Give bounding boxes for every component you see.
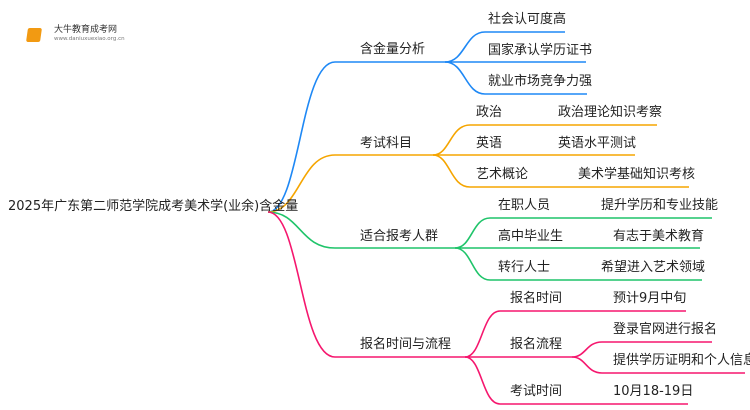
branch-exam-subjects: 考试科目 (360, 136, 413, 151)
leaf: 英语 (476, 136, 503, 151)
leaf: 转行人士 (498, 260, 551, 275)
leaf-detail: 美术学基础知识考核 (578, 167, 696, 182)
root-topic: 2025年广东第二师范学院成考美术学(业余)含金量 (8, 199, 299, 214)
branch-lines-green (267, 211, 712, 281)
leaf-detail: 登录官网进行报名 (613, 322, 718, 337)
leaf: 艺术概论 (476, 167, 529, 182)
leaf-detail: 英语水平测试 (558, 136, 637, 151)
leaf: 报名流程 (510, 337, 563, 352)
branch-value-analysis: 含金量分析 (360, 42, 426, 57)
leaf: 考试时间 (510, 384, 563, 399)
leaf-detail: 预计9月中旬 (613, 291, 687, 306)
leaf: 国家承认学历证书 (488, 43, 593, 58)
leaf-detail: 有志于美术教育 (613, 229, 705, 244)
leaf: 社会认可度高 (488, 12, 567, 27)
branch-registration: 报名时间与流程 (360, 337, 452, 352)
branch-lines-orange (267, 124, 689, 213)
leaf: 就业市场竞争力强 (488, 74, 593, 89)
leaf: 高中毕业生 (498, 229, 564, 244)
leaf-detail: 10月18-19日 (613, 384, 694, 399)
logo-title: 大牛教育成考网 (54, 25, 118, 35)
leaf: 在职人员 (498, 198, 551, 213)
branch-lines-pink (267, 211, 745, 405)
leaf-detail: 提供学历证明和个人信息 (613, 353, 750, 368)
branch-lines-blue (267, 31, 587, 213)
logo-url: www.daniuxuexiao.org.cn (54, 36, 125, 42)
leaf: 报名时间 (510, 291, 563, 306)
leaf-detail: 政治理论知识考察 (558, 105, 663, 120)
branch-target-audience: 适合报考人群 (360, 229, 439, 244)
leaf-detail: 希望进入艺术领域 (601, 260, 706, 275)
leaf: 政治 (476, 105, 503, 120)
leaf-detail: 提升学历和专业技能 (601, 198, 719, 213)
